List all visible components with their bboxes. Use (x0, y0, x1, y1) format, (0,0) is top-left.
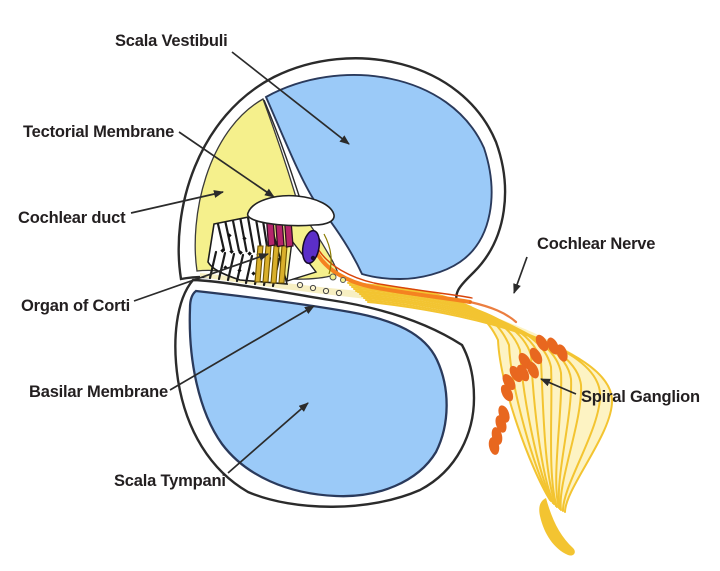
nerve-fiber (349, 284, 552, 502)
ganglion-cell (500, 384, 514, 402)
inner-hair-cell-nucleus (310, 255, 316, 261)
leader-tectorial-membrane (178, 131, 275, 198)
scala-tympani-region (188, 289, 448, 498)
nerve-fiber (363, 297, 583, 511)
inner-hair-cell (301, 229, 321, 265)
leader-organ-of-corti (133, 253, 269, 302)
label-scala-tympani: Scala Tympani (114, 472, 226, 490)
label-organ-of-corti: Organ of Corti (21, 297, 130, 315)
label-basilar-membrane: Basilar Membrane (29, 383, 168, 401)
organ-of-corti-group (207, 194, 346, 288)
label-scala-vestibuli: Scala Vestibuli (115, 32, 228, 50)
nerve-fiber (367, 301, 614, 513)
hensen-cells-line (323, 233, 332, 275)
tectorial-membrane-shape (246, 194, 335, 227)
ganglion-cell (495, 415, 507, 433)
leader-cochlear-nerve (513, 256, 528, 294)
label-tectorial-membrane: Tectorial Membrane (23, 123, 174, 141)
nerve-fiber (365, 299, 602, 512)
nerve-fiber (359, 293, 563, 509)
nerve-fiber (361, 295, 573, 510)
basilar-membrane-cells (296, 281, 343, 297)
annotations: Scala Vestibuli Tectorial Membrane Cochl… (18, 32, 700, 490)
label-spiral-ganglion: Spiral Ganglion (581, 388, 700, 406)
label-cochlear-nerve: Cochlear Nerve (537, 235, 655, 253)
leader-basilar-membrane (169, 305, 315, 391)
hensen-cell (340, 277, 346, 283)
ganglion-cell (527, 361, 539, 379)
ganglion-cell (509, 365, 523, 383)
ganglion-cell (529, 347, 543, 365)
hensen-cell (329, 273, 337, 281)
leader-scala-tympani (227, 402, 309, 474)
leader-cochlear-duct (130, 190, 224, 214)
spiral-ganglion-cells (488, 334, 568, 455)
nerve-root-tail (539, 498, 575, 556)
ganglion-cell (488, 437, 500, 455)
ganglion-cell (547, 337, 559, 355)
ganglion-cell (535, 334, 549, 352)
afferent-fiber (313, 246, 518, 324)
leader-scala-vestibuli (231, 51, 350, 145)
leader-spiral-ganglion (540, 378, 577, 395)
label-cochlear-duct: Cochlear duct (18, 209, 126, 227)
ganglion-cell (556, 344, 568, 362)
nerve-fiber (357, 291, 558, 508)
